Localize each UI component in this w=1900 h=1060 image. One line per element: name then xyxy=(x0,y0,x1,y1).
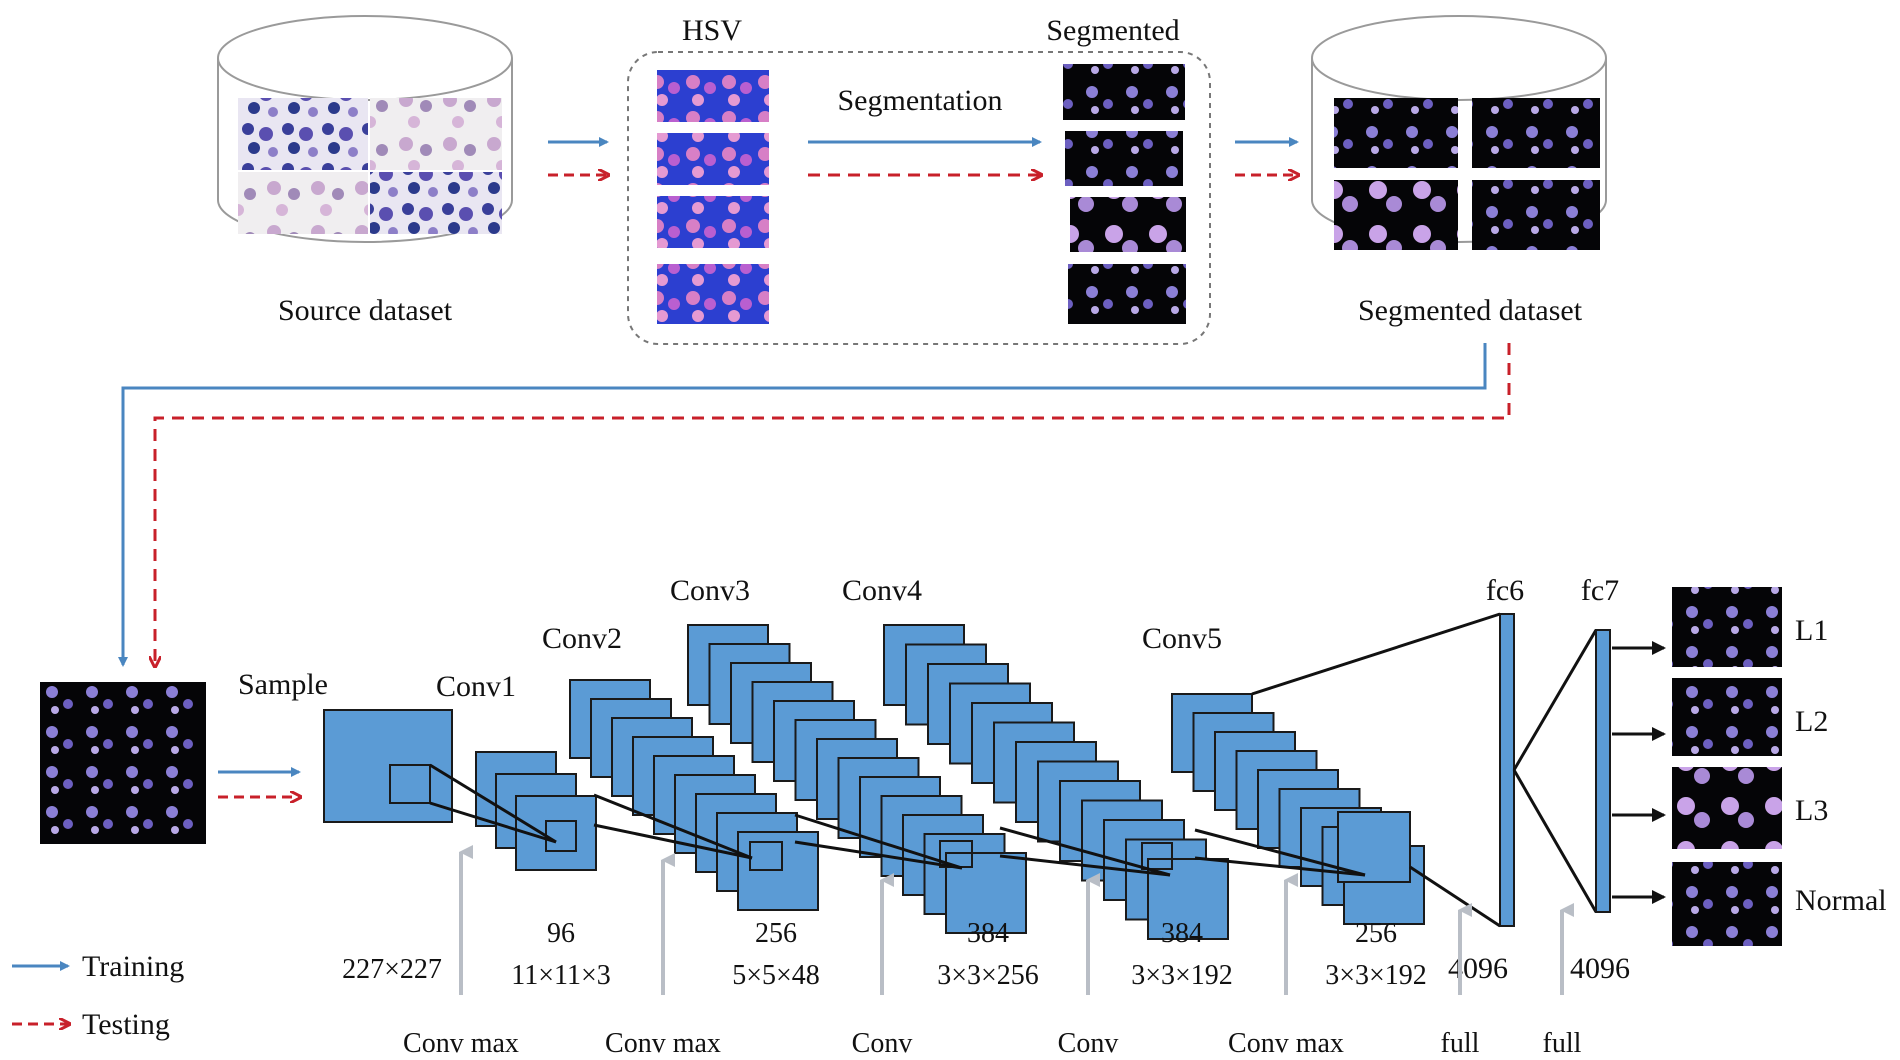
hsv-image xyxy=(657,196,769,248)
source-image-tile xyxy=(238,172,368,234)
conv3-stack xyxy=(687,624,1027,934)
hsv-image xyxy=(657,133,769,185)
conv4-stack xyxy=(883,624,1229,940)
kernel-window xyxy=(1141,842,1173,870)
layer-title-conv4: Conv4 xyxy=(842,574,922,607)
op-label: full xyxy=(1441,1028,1480,1059)
legend-testing-label: Testing xyxy=(82,1008,170,1041)
hsv-label: HSV xyxy=(682,14,742,47)
layer-top-conv2: 96 xyxy=(547,918,575,949)
layer-bottom-conv5: 3×3×192 xyxy=(1131,960,1233,991)
kernel-window xyxy=(389,764,431,804)
layer-top-conv3: 256 xyxy=(755,918,797,949)
layer-bottom-conv3: 5×5×48 xyxy=(732,960,820,991)
segmented-dataset-tile xyxy=(1472,180,1600,250)
source-dataset-label: Source dataset xyxy=(278,294,453,327)
fc6-title: fc6 xyxy=(1486,574,1524,607)
segmented-image xyxy=(1065,131,1183,186)
testing-connector xyxy=(155,343,1511,665)
output-label-normal: Normal xyxy=(1795,884,1887,917)
conv-stacks xyxy=(475,624,1425,940)
op-label: Conv xyxy=(852,1028,913,1059)
layer-top-pool: 256 xyxy=(1355,918,1397,949)
hsv-image xyxy=(657,70,769,122)
segmentation-stage-box xyxy=(627,51,1211,345)
source-image-tile xyxy=(370,98,502,170)
fc7-funnel-line xyxy=(1512,629,1598,771)
conv1-stack xyxy=(475,751,597,871)
segmented-dataset-tile xyxy=(1334,180,1458,250)
source-image-tile xyxy=(238,98,368,170)
op-label: Conv max xyxy=(403,1028,519,1059)
hsv-image xyxy=(657,264,769,324)
output-image-l2 xyxy=(1672,678,1782,756)
layer-title-conv3: Conv3 xyxy=(670,574,750,607)
output-image-l1 xyxy=(1672,587,1782,667)
output-label-l1: L1 xyxy=(1795,614,1828,647)
op-label: Conv max xyxy=(1228,1028,1344,1059)
fc6-layer xyxy=(1499,613,1515,927)
source-image-tile xyxy=(370,172,502,234)
kernel-projection-lines xyxy=(429,763,1366,877)
segmented-dataset-label: Segmented dataset xyxy=(1358,294,1583,327)
segmented-dataset-cylinder xyxy=(1311,15,1607,250)
layer-bottom-pool: 3×3×192 xyxy=(1325,960,1427,991)
fc7-title: fc7 xyxy=(1581,574,1619,607)
layer-title-conv1: Conv1 xyxy=(436,670,516,703)
fc7-size: 4096 xyxy=(1570,952,1630,985)
fc7-funnel-line xyxy=(1512,769,1598,913)
op-label: Conv xyxy=(1058,1028,1119,1059)
op-label: full xyxy=(1543,1028,1582,1059)
output-image-l3 xyxy=(1672,767,1782,849)
fc7-layer xyxy=(1595,629,1611,913)
layer-top-conv5: 384 xyxy=(1161,918,1203,949)
sample-label: Sample xyxy=(238,668,328,701)
segmented-label: Segmented xyxy=(1046,14,1179,47)
output-label-l3: L3 xyxy=(1795,794,1828,827)
segmented-image xyxy=(1063,64,1185,120)
segmentation-label: Segmentation xyxy=(838,84,1003,117)
fc6-size: 4096 xyxy=(1448,952,1508,985)
segmented-dataset-tile xyxy=(1472,98,1600,168)
op-label: Conv max xyxy=(605,1028,721,1059)
source-dataset-cylinder xyxy=(217,15,513,243)
output-label-l2: L2 xyxy=(1795,705,1828,738)
segmented-image xyxy=(1068,264,1186,324)
layer-bottom-conv2: 11×11×3 xyxy=(511,960,611,991)
layer-title-conv2: Conv2 xyxy=(542,622,622,655)
training-connector xyxy=(118,343,1487,667)
fc6-funnel-line xyxy=(1251,612,1501,696)
legend-training-label: Training xyxy=(82,950,184,983)
segmented-image xyxy=(1070,197,1186,252)
output-image-normal xyxy=(1672,862,1782,946)
layer-bottom-input: 227×227 xyxy=(342,954,442,985)
layer-bottom-conv4: 3×3×256 xyxy=(937,960,1039,991)
conv2-stack xyxy=(569,679,819,911)
fc6-funnel-line xyxy=(1409,865,1501,928)
segmented-dataset-tile xyxy=(1334,98,1458,168)
layer-top-conv4: 384 xyxy=(967,918,1009,949)
sample-image xyxy=(40,682,206,844)
layer-title-conv5: Conv5 xyxy=(1142,622,1222,655)
operation-arrows xyxy=(459,845,1574,995)
